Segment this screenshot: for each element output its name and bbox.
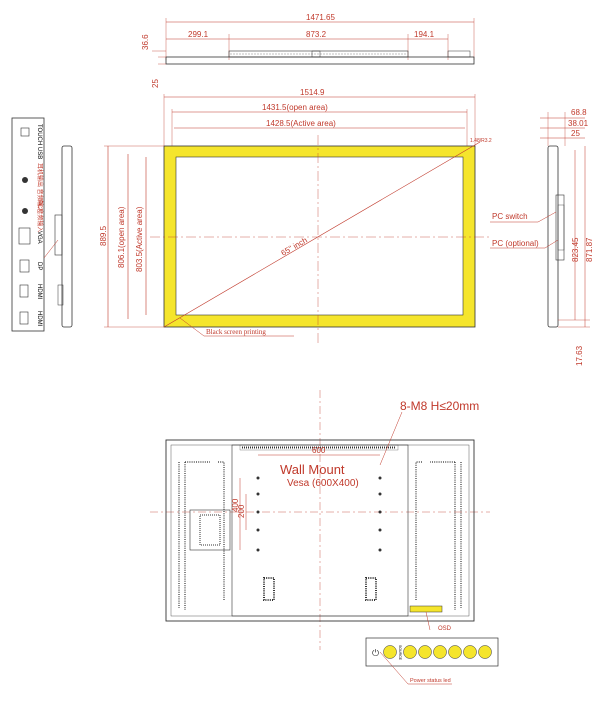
top-view: 1471.65 299.1 873.2 194.1 36.6 25 <box>141 13 475 88</box>
port-panel: TOUCH USB 耳机输出 音频输入 PC音频输入 VGA DP HDMI H… <box>11 117 73 332</box>
front-height: 889.5 <box>99 225 108 246</box>
osd-button <box>478 645 492 659</box>
top-seg-mid: 873.2 <box>306 30 327 39</box>
port-label: HDMI <box>36 284 42 300</box>
side-h3: 17.63 <box>575 345 584 366</box>
dp-port-icon <box>19 259 30 273</box>
osd-panel <box>365 637 499 667</box>
wall-mount-title: Wall Mount <box>280 462 345 477</box>
osd-button <box>418 645 432 659</box>
port-label: PC音频输入 <box>36 200 44 232</box>
side-d1: 68.8 <box>571 108 587 117</box>
top-seg-left: 299.1 <box>188 30 209 39</box>
top-depth2: 25 <box>151 79 160 88</box>
audio-out-icon <box>22 177 28 183</box>
osd-source-label: SOURCE <box>398 645 402 661</box>
osd-button <box>448 645 462 659</box>
port-label: DP <box>36 262 42 270</box>
front-active-height: 803.5(Active area) <box>135 206 144 272</box>
osd-button <box>463 645 477 659</box>
side-d3: 25 <box>571 129 580 138</box>
side-d2: 38.01 <box>568 119 589 128</box>
power-icon: ⏻ <box>372 648 379 658</box>
pc-switch-label: PC switch <box>492 212 528 221</box>
front-width: 1514.9 <box>300 88 325 97</box>
corner-note: 1.48/R3.2 <box>470 138 492 144</box>
front-view: 1514.9 1431.5(open area) 1428.5(Active a… <box>99 88 492 345</box>
hdmi-port-icon <box>19 284 29 298</box>
mount-spec: 8-M8 H≤20mm <box>400 399 479 413</box>
osd-button <box>383 645 397 659</box>
vesa-dim-v2: 200 <box>237 504 246 518</box>
pc-optional-label: PC (optional) <box>492 239 539 248</box>
printing-label: Black screen printing <box>206 328 266 336</box>
front-active-width: 1428.5(Active area) <box>266 119 336 128</box>
hdmi-port-icon <box>19 311 29 325</box>
side-h2: 871.87 <box>585 237 594 262</box>
port-label: 耳机输出 音频输入 <box>36 163 44 213</box>
back-view: 8-M8 H≤20mm 600 <box>150 390 499 685</box>
side-view: 68.8 38.01 25 823.45 871.87 17.63 PC swi… <box>490 108 594 366</box>
osd-button <box>433 645 447 659</box>
power-led-label: Power status led <box>410 678 451 684</box>
vesa-dim-v1: 400 <box>231 498 240 512</box>
top-seg-right: 194.1 <box>414 30 435 39</box>
osd-label: OSD <box>438 626 452 632</box>
vesa-dim-h: 600 <box>312 446 326 455</box>
audio-in-icon <box>22 208 28 214</box>
vga-port-icon <box>18 227 31 245</box>
top-overall-width: 1471.65 <box>306 13 335 22</box>
osd-button <box>403 645 417 659</box>
port-label: TOUCH USB <box>36 124 42 159</box>
front-open-height: 806.1(open area) <box>117 206 126 268</box>
port-label: VGA <box>36 231 42 244</box>
top-depth: 36.6 <box>141 34 150 50</box>
wall-mount-subtitle: Vesa (600X400) <box>287 478 359 489</box>
port-label: HDMI <box>36 311 42 327</box>
side-h1: 823.45 <box>571 237 580 262</box>
usb-port-icon <box>20 127 30 137</box>
front-open-width: 1431.5(open area) <box>262 103 328 112</box>
